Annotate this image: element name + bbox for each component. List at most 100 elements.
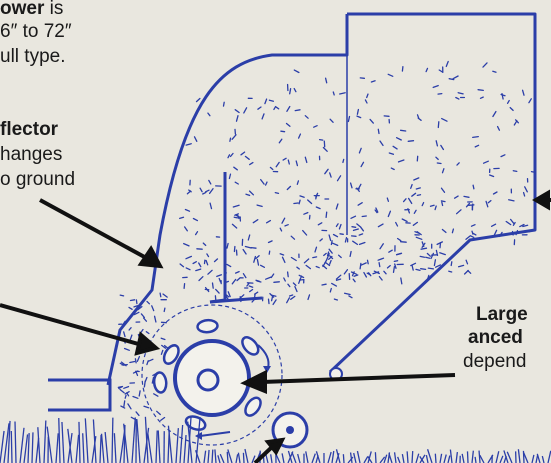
clipping xyxy=(243,250,246,255)
clipping xyxy=(293,283,296,285)
clipping xyxy=(243,274,246,278)
clipping xyxy=(492,224,496,226)
clipping xyxy=(294,70,299,72)
grass-blade xyxy=(158,430,160,463)
grass-blade xyxy=(298,454,300,463)
grass-blade xyxy=(479,451,480,463)
clipping xyxy=(231,154,234,157)
clipping xyxy=(379,277,382,280)
clipping xyxy=(426,257,430,258)
clipping xyxy=(144,318,147,321)
clipping xyxy=(524,193,525,196)
flail-knife xyxy=(242,395,263,418)
clipping xyxy=(416,237,422,239)
clipping xyxy=(186,256,191,258)
clipping xyxy=(455,196,459,198)
clipping xyxy=(456,98,459,100)
clipping xyxy=(274,107,276,110)
grass-blade xyxy=(496,451,499,463)
clipping xyxy=(246,194,250,195)
clipping xyxy=(234,167,238,170)
clipping xyxy=(453,76,458,79)
clipping xyxy=(287,298,290,303)
clipping xyxy=(348,117,349,122)
clipping xyxy=(161,350,162,354)
grass-blade xyxy=(112,418,113,463)
clipping xyxy=(452,229,453,233)
clipping xyxy=(276,107,279,109)
clipping xyxy=(389,250,392,252)
clipping xyxy=(136,300,137,304)
clipping xyxy=(394,267,395,273)
grass-blade xyxy=(184,435,186,463)
arrow-blower xyxy=(0,305,142,345)
clipping xyxy=(442,188,445,192)
clipping xyxy=(308,295,310,300)
grass-blade xyxy=(428,449,432,463)
clipping xyxy=(412,266,413,271)
clipping xyxy=(241,152,245,155)
clipping xyxy=(466,260,467,264)
clipping xyxy=(336,275,340,279)
clipping xyxy=(227,264,231,266)
clipping xyxy=(402,219,407,222)
grass-blade xyxy=(85,418,88,463)
clipping xyxy=(250,290,253,292)
clipping xyxy=(258,107,261,109)
clipping xyxy=(256,256,259,259)
clipping xyxy=(232,224,236,228)
clipping xyxy=(234,217,237,218)
clipping xyxy=(304,213,308,215)
clipping xyxy=(210,189,213,194)
clipping xyxy=(431,205,435,206)
clipping xyxy=(415,232,419,234)
clipping xyxy=(283,257,285,262)
clipping xyxy=(361,227,364,231)
grass-blade xyxy=(56,433,58,463)
grass-blade xyxy=(227,452,228,463)
clipping xyxy=(494,230,496,235)
callout-deflector-line-2: hanges xyxy=(0,143,62,167)
clipping xyxy=(144,381,145,387)
grass-blade xyxy=(364,457,368,463)
clipping xyxy=(442,202,443,205)
clipping xyxy=(294,89,296,92)
clipping xyxy=(186,268,190,270)
clipping xyxy=(329,249,332,253)
clipping xyxy=(399,160,404,162)
clipping xyxy=(318,223,322,225)
clipping xyxy=(457,163,459,165)
clipping xyxy=(416,188,420,189)
clipping xyxy=(124,387,129,389)
grass-blade xyxy=(20,428,24,463)
clipping xyxy=(525,187,528,192)
clipping xyxy=(124,332,125,337)
clipping xyxy=(378,258,383,260)
clipping xyxy=(250,163,253,165)
clipping xyxy=(290,89,291,94)
clipping xyxy=(209,180,211,184)
clipping xyxy=(404,199,406,202)
clipping xyxy=(213,283,214,288)
grass-blade xyxy=(83,433,84,463)
clipping xyxy=(442,230,446,233)
clipping xyxy=(240,297,241,302)
clipping xyxy=(472,231,473,234)
clipping xyxy=(351,183,352,188)
clipping xyxy=(396,223,398,227)
clipping xyxy=(340,93,346,94)
clipping xyxy=(414,210,416,213)
clipping xyxy=(130,362,135,363)
clipping xyxy=(269,100,273,101)
clipping xyxy=(401,242,407,243)
clipping xyxy=(236,272,240,274)
clipping xyxy=(284,278,286,281)
clipping xyxy=(438,122,439,128)
rotation-arrow xyxy=(258,345,269,368)
grass-blade xyxy=(102,434,104,463)
clipping xyxy=(228,155,230,158)
clipping xyxy=(157,411,161,414)
clipping xyxy=(413,222,417,225)
clipping xyxy=(409,198,412,203)
